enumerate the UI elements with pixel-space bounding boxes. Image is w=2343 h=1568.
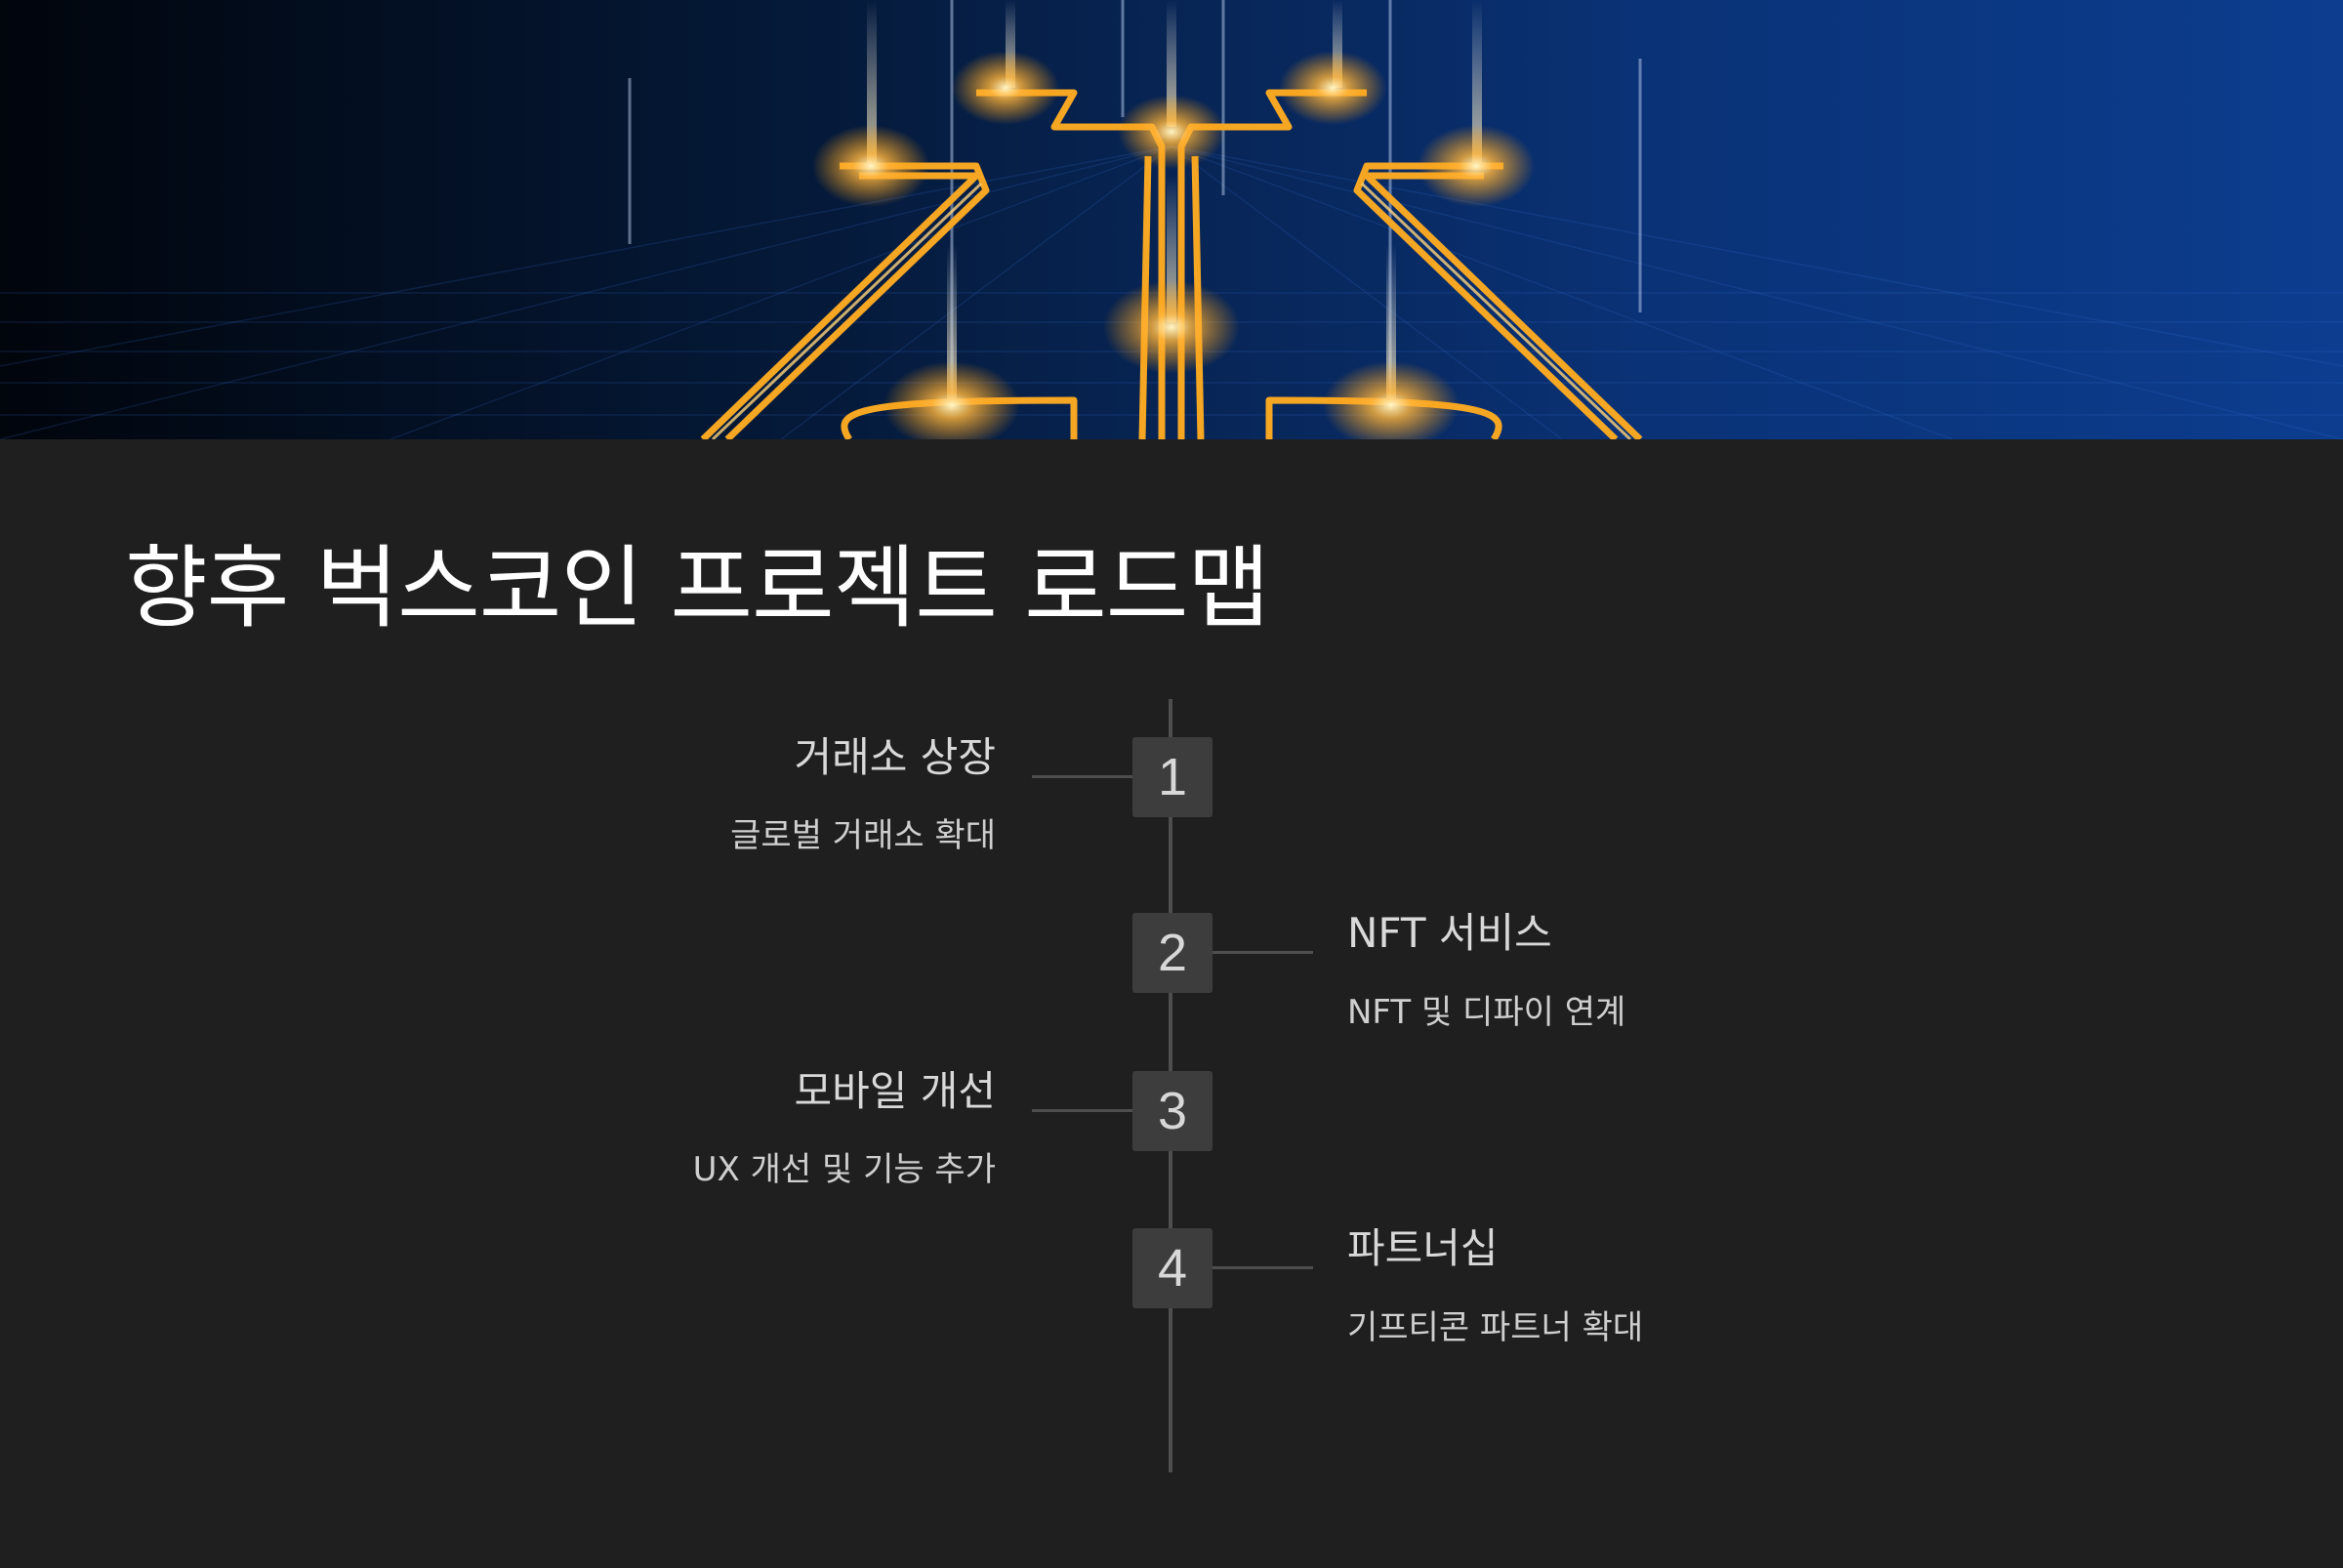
step-3-description: UX 개선 및 기능 추가 [692, 1150, 996, 1189]
step-3-title: 모바일 개선 [794, 1067, 996, 1115]
step-1-title: 거래소 상장 [794, 733, 996, 781]
step-4-title: 파트너십 [1347, 1224, 1499, 1272]
step-4-connector [1172, 1266, 1313, 1269]
step-4-number-box: 4 [1132, 1228, 1213, 1308]
step-1-connector [1032, 775, 1169, 778]
page-title: 향후 벅스코인 프로젝트 로드맵 [125, 536, 1270, 640]
step-2-description: NFT 및 디파이 연계 [1347, 993, 1626, 1032]
step-4-description: 기프티콘 파트너 확대 [1347, 1308, 1644, 1347]
step-3-connector [1032, 1109, 1169, 1112]
step-1-number-box: 1 [1132, 737, 1213, 817]
timeline-spine [1169, 699, 1172, 1472]
step-3-number-box: 3 [1132, 1071, 1213, 1151]
step-2-connector [1172, 951, 1313, 954]
step-2-number-box: 2 [1132, 913, 1213, 993]
step-2-title: NFT 서비스 [1347, 909, 1552, 957]
hero-circuit-banner [0, 0, 2343, 439]
step-1-description: 글로벌 거래소 확대 [730, 816, 996, 855]
